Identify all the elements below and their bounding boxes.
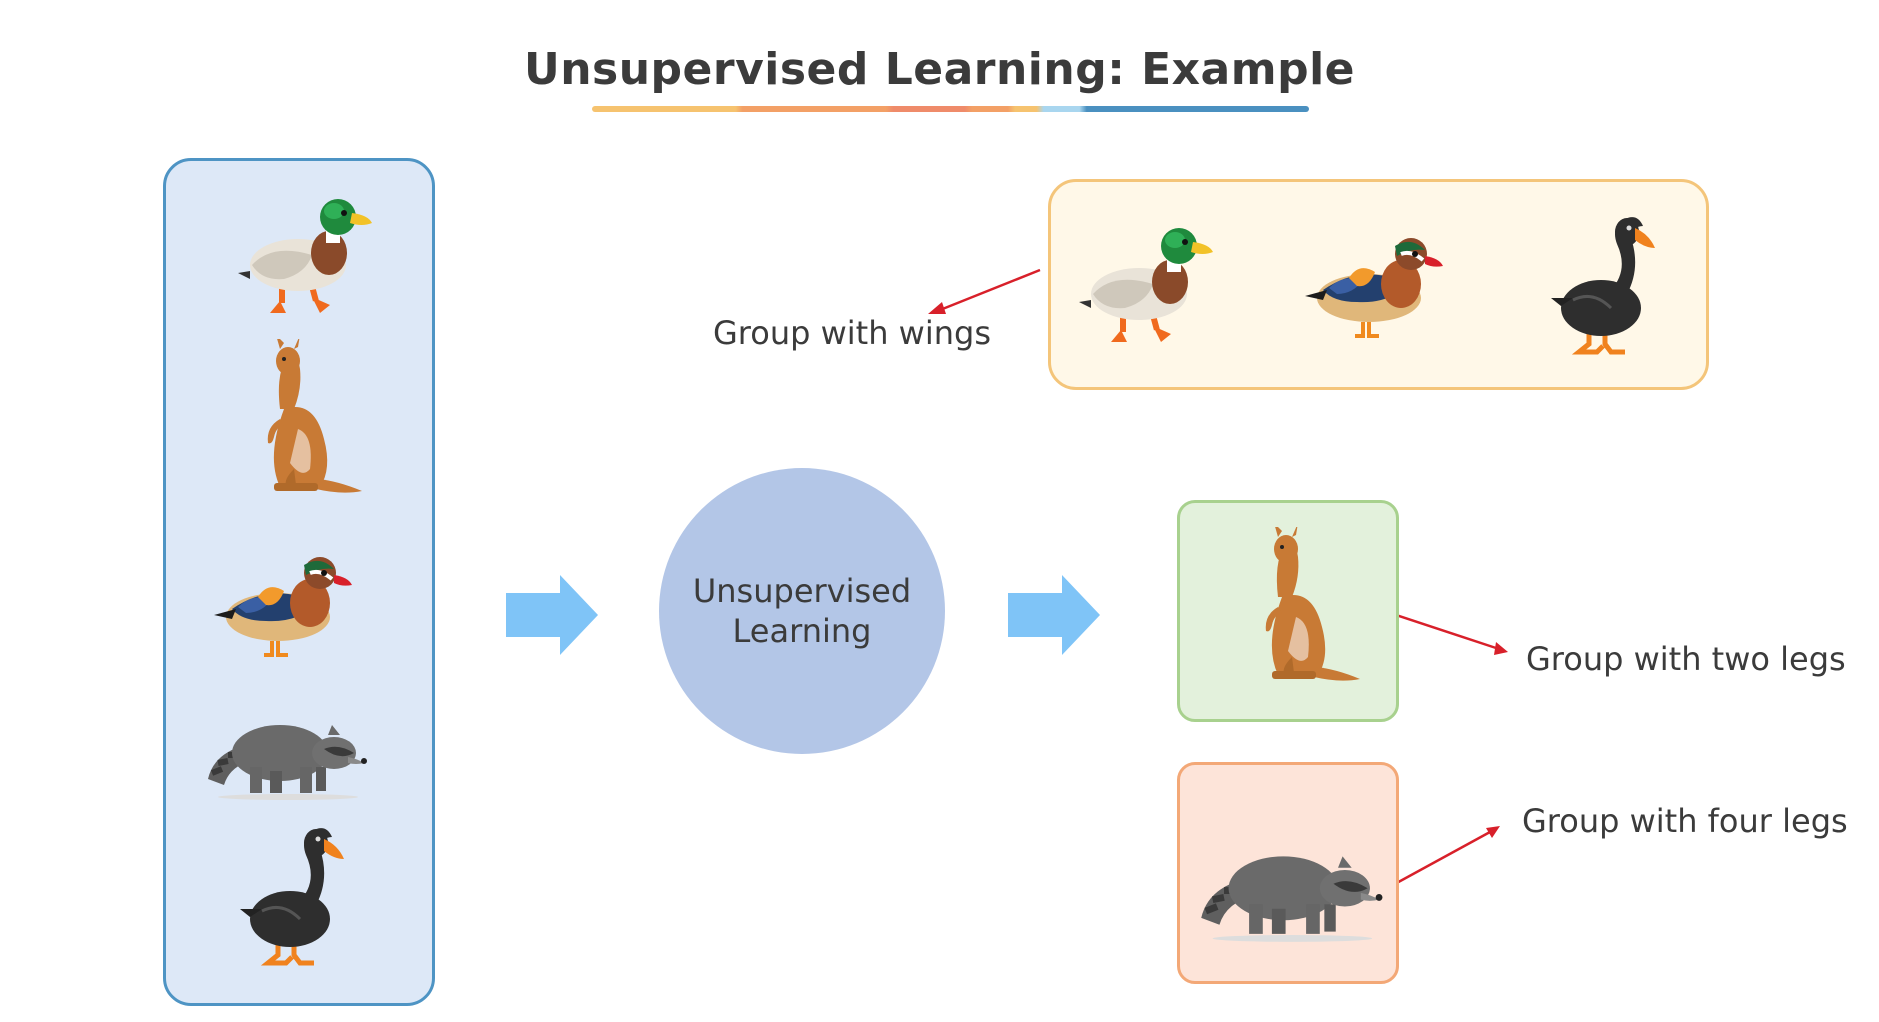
wings-group-label: Group with wings	[713, 314, 991, 352]
unsupervised-learning-circle: Unsupervised Learning	[659, 468, 945, 754]
two-legs-pointer-head	[1494, 642, 1508, 655]
four-legs-group-box	[1177, 762, 1399, 984]
four-legs-pointer-head	[1486, 826, 1500, 838]
two-legs-group-box	[1177, 500, 1399, 722]
output-arrow-icon	[1008, 575, 1100, 655]
black-swan-icon	[1549, 210, 1659, 360]
title-underline	[592, 106, 1309, 112]
kangaroo-icon	[1222, 527, 1362, 687]
page-title: Unsupervised Learning: Example	[523, 44, 1356, 95]
center-label-line1: Unsupervised	[692, 572, 912, 610]
wings-group-box	[1048, 179, 1709, 390]
wings-pointer-line	[939, 268, 1041, 312]
input-animals-box	[163, 158, 435, 1006]
input-arrow-icon	[506, 575, 598, 655]
mandarin-duck-icon	[1299, 226, 1449, 346]
two-legs-group-label: Group with two legs	[1526, 640, 1846, 678]
four-legs-pointer-line	[1392, 830, 1491, 887]
raccoon-icon	[1192, 829, 1386, 943]
two-legs-pointer-line	[1392, 612, 1497, 650]
four-legs-group-label: Group with four legs	[1522, 802, 1848, 840]
mallard-duck-icon	[1075, 212, 1215, 352]
center-label-line2: Learning	[732, 612, 872, 650]
wings-pointer-head	[928, 302, 946, 314]
